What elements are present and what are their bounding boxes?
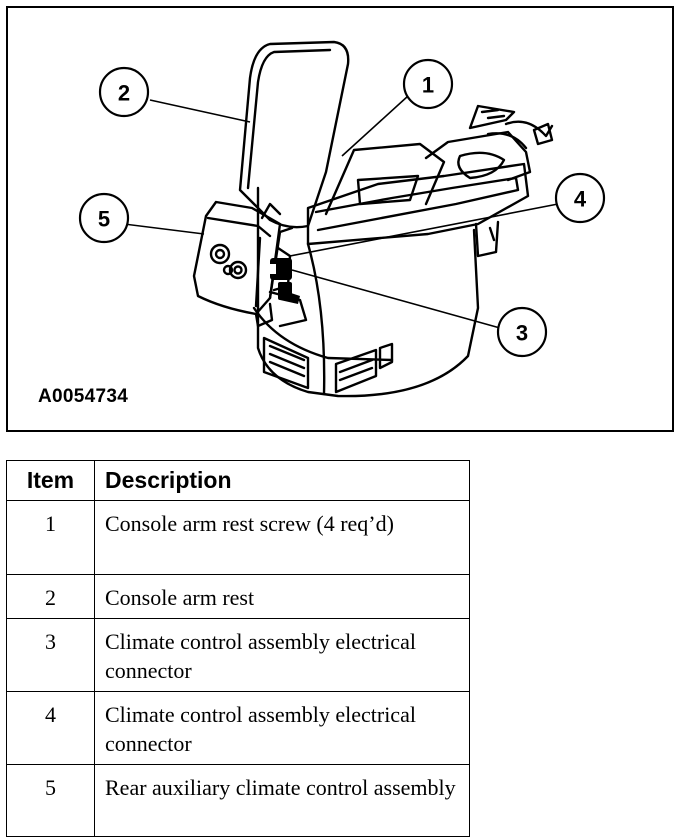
item-description: Console arm rest screw (4 req’d) [94,500,470,575]
console-illustration: 1 2 3 4 5 [78,40,606,398]
table-row: 2 Console arm rest [6,574,470,619]
item-description: Climate control assembly electrical conn… [94,691,470,765]
callout-1: 1 [422,73,434,98]
item-number: 2 [6,574,95,619]
item-description: Console arm rest [94,574,470,619]
item-number: 5 [6,764,95,837]
callout-5-circle [78,192,130,244]
item-number: 4 [6,691,95,765]
item-description: Rear auxiliary climate control assembly [94,764,470,837]
callout-1-circle [402,58,454,110]
item-number: 3 [6,618,95,692]
table-row: 5 Rear auxiliary climate control assembl… [6,764,470,837]
callout-2: 2 [118,81,130,106]
item-number: 1 [6,500,95,575]
item-header: Item [6,460,95,501]
callout-5: 5 [98,207,110,232]
description-header: Description [94,460,470,501]
callout-3-circle [496,306,548,358]
table-row: 3 Climate control assembly electrical co… [6,618,470,692]
legend-header-row: Item Description [6,460,470,501]
table-row: 4 Climate control assembly electrical co… [6,691,470,765]
item-description: Climate control assembly electrical conn… [94,618,470,692]
callout-3: 3 [516,321,528,346]
callout-4-circle [554,172,606,224]
legend-table: Item Description 1 Console arm rest scre… [6,460,470,837]
figure-id: A0054734 [38,386,129,407]
illustration-frame: 1 2 3 4 5 A0054734 [6,6,674,432]
table-row: 1 Console arm rest screw (4 req’d) [6,500,470,575]
callout-4: 4 [574,187,587,212]
callout-2-circle [98,66,150,118]
